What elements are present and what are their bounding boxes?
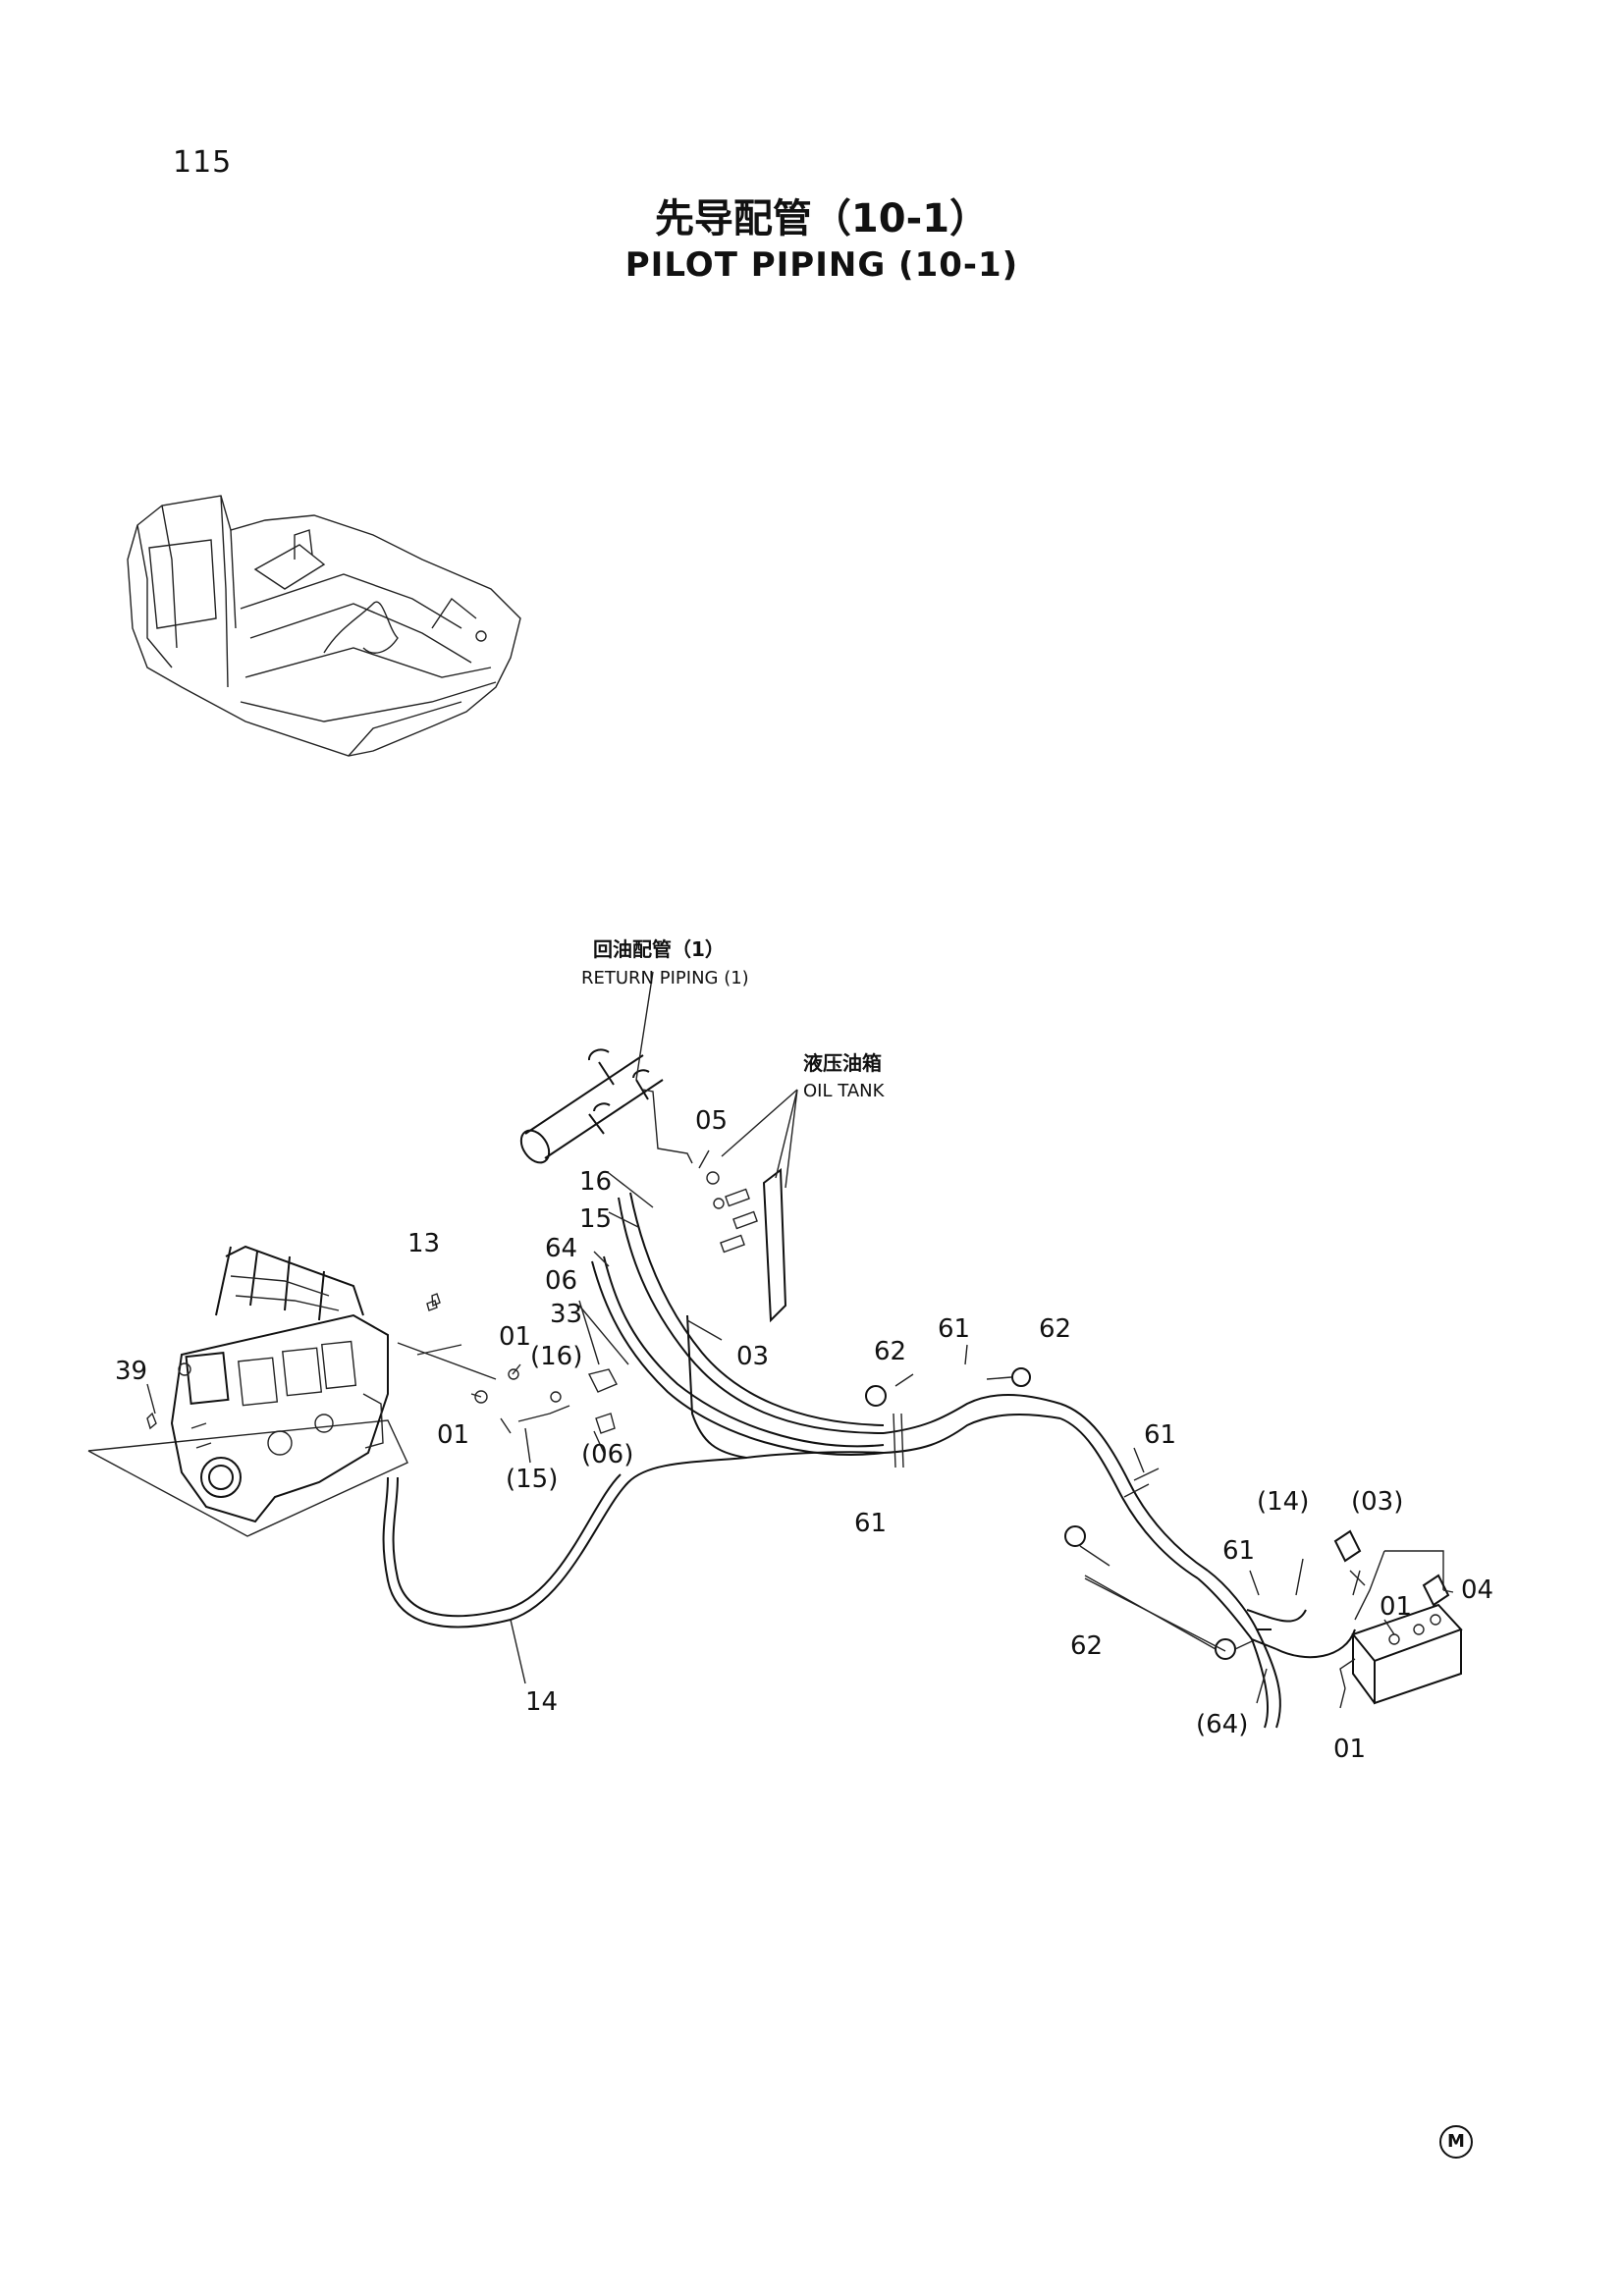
part-label-62-a: 62 [874,1337,906,1366]
part-label-15: 15 [579,1204,612,1234]
part-label-05: 05 [695,1106,728,1136]
page-number: 115 [173,145,233,180]
part-label-61-a: 61 [938,1314,970,1344]
part-label-61-d: 61 [1222,1536,1255,1566]
oil-tank-label-en: OIL TANK [803,1081,886,1101]
part-label-01-b: 01 [437,1420,469,1450]
part-label-61-c: 61 [1144,1420,1176,1450]
page-title-cn: 先导配管（10-1） [654,196,990,241]
part-label-33: 33 [550,1300,582,1329]
part-label-15-ref: (15) [506,1465,558,1494]
part-label-64: 64 [545,1234,577,1263]
control-valve-block [87,1245,408,1537]
part-label-62-b: 62 [1039,1314,1071,1344]
leader-lines [146,1172,1454,1709]
part-label-01-c: 01 [1380,1592,1412,1622]
part-label-61-b: 61 [854,1509,887,1538]
part-label-03: 03 [736,1342,769,1371]
part-label-16: 16 [579,1167,612,1197]
return-piping-label-cn: 回油配管（1） [593,937,725,961]
part-label-39: 39 [115,1357,147,1386]
part-label-01: 01 [499,1322,531,1352]
part-label-64-ref: (64) [1196,1710,1248,1739]
right-side-block [1333,1529,1463,1705]
part-label-16-ref: (16) [530,1342,582,1371]
part-label-13: 13 [407,1229,440,1258]
part-label-01-d: 01 [1333,1735,1366,1764]
oil-tank-plate [706,1089,798,1323]
return-piping-tube [519,971,664,1164]
part-label-62-c: 62 [1070,1631,1103,1661]
part-label-06-ref: (06) [581,1440,633,1469]
oil-tank-label-cn: 液压油箱 [803,1051,882,1075]
left-fittings [146,1293,618,1434]
return-piping-label-en: RETURN PIPING (1) [581,968,749,988]
part-label-06: 06 [545,1266,577,1296]
part-label-03-ref: (03) [1351,1487,1403,1517]
page-title-en: PILOT PIPING (10-1) [624,245,1019,285]
part-label-04: 04 [1461,1575,1493,1605]
part-label-14: 14 [525,1687,558,1717]
excavator-overview-illustration [127,495,521,757]
bolts-clamps [865,1367,1253,1660]
circled-m-mark: M [1439,2125,1473,2159]
pilot-pipes [382,1192,1356,1729]
part-label-14-ref: (14) [1257,1487,1309,1517]
